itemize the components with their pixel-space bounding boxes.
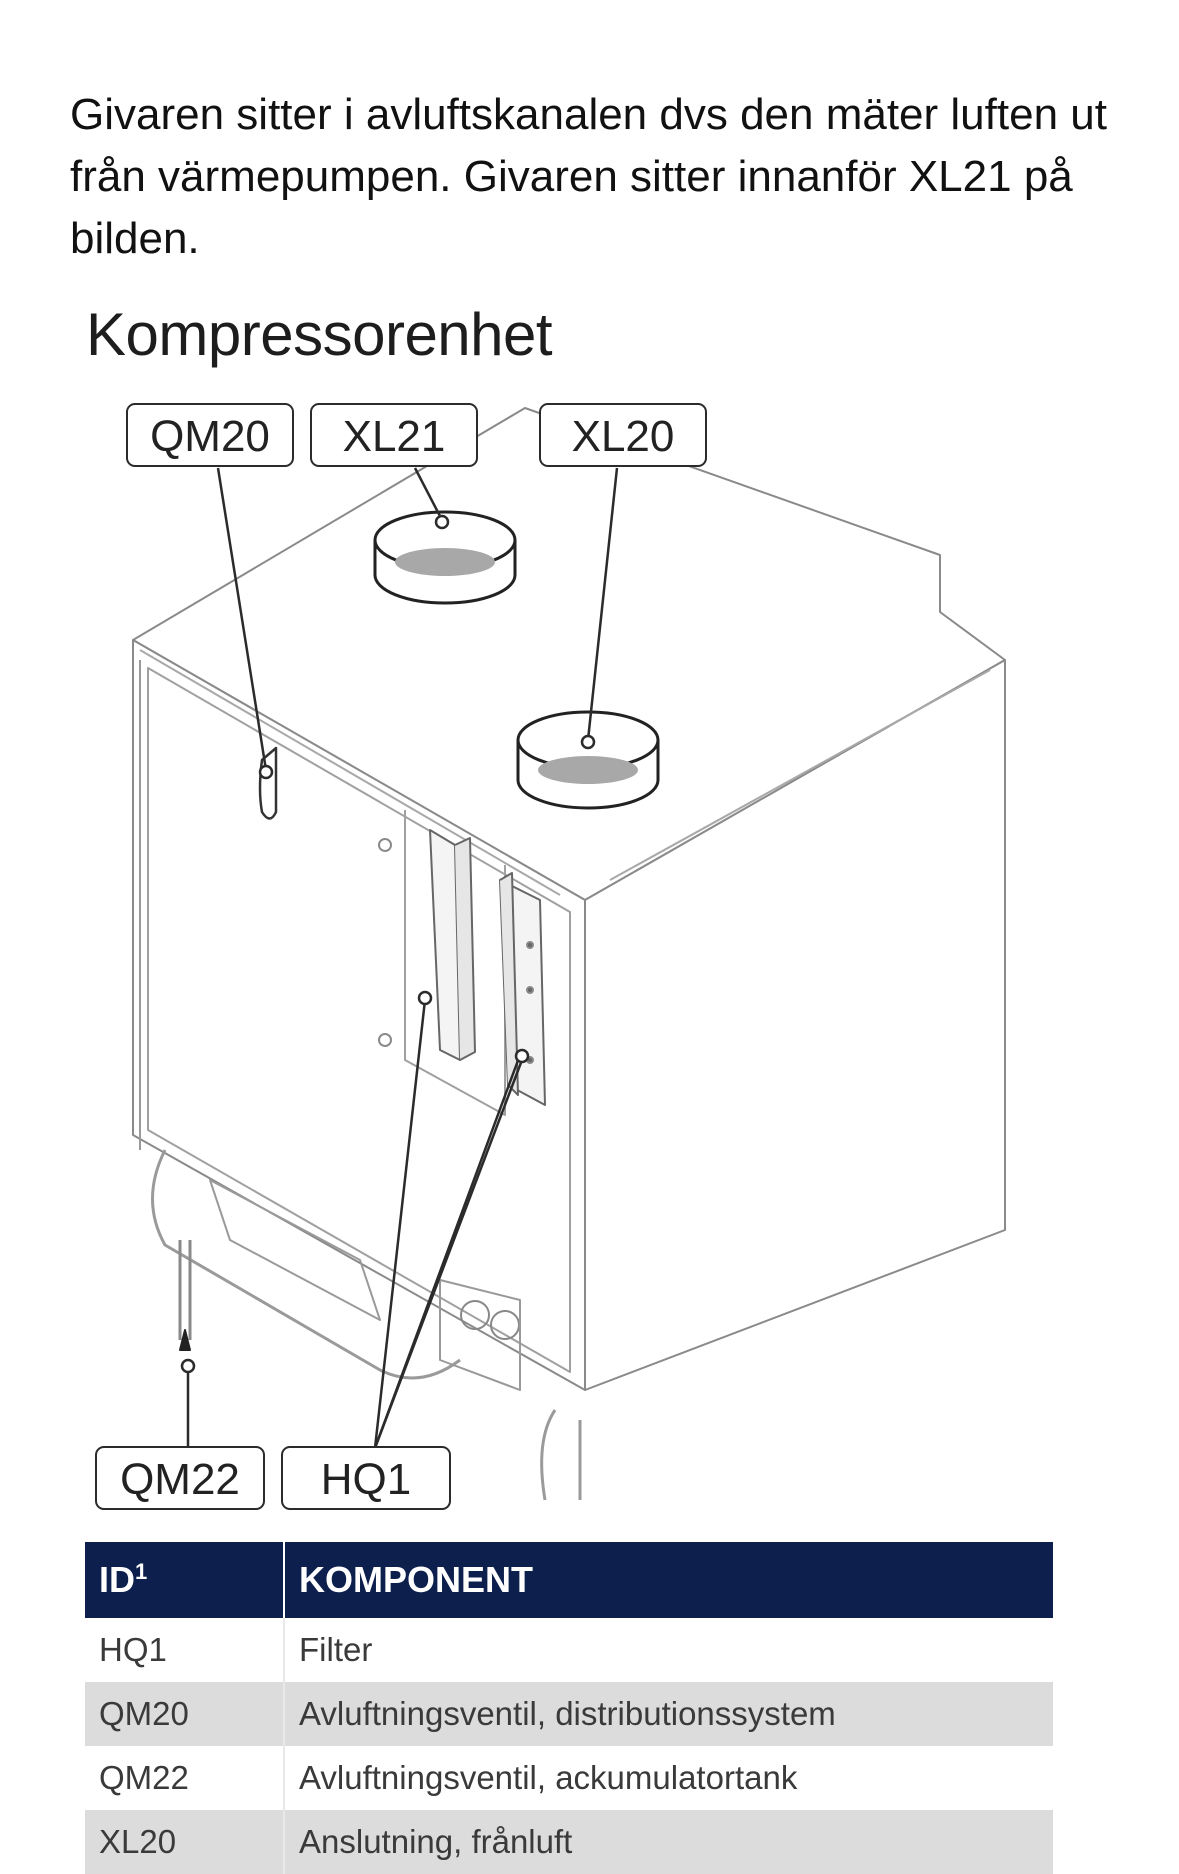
row-component: Filter	[299, 1631, 373, 1668]
qm20-valve	[258, 746, 278, 820]
table-row: XL20 Anslutning, frånluft	[85, 1810, 1053, 1874]
table-row: QM20 Avluftningsventil, distributionssys…	[85, 1682, 1053, 1746]
row-component: Anslutning, frånluft	[284, 1810, 1053, 1874]
row-component: Avluftningsventil, distributionssystem	[284, 1682, 1053, 1746]
table-row: QM22 Avluftningsventil, ackumulatortank	[85, 1746, 1053, 1810]
callout-hq1: HQ1	[281, 1446, 451, 1510]
callout-qm22: QM22	[95, 1446, 265, 1510]
compressor-unit-diagram	[132, 407, 1006, 1501]
duct-collar-xl20	[516, 710, 660, 810]
callout-qm20: QM20	[126, 403, 294, 467]
row-id: HQ1	[85, 1618, 285, 1682]
figure-title: Kompressorenhet	[86, 301, 553, 368]
component-table: ID1 KOMPONENT HQ1 Filter QM20 Avluftning…	[85, 1542, 1053, 1874]
intro-text: Givaren sitter i avluftskanalen dvs den …	[70, 90, 1107, 263]
table-row: HQ1 Filter	[85, 1618, 1053, 1682]
header-id: ID1	[85, 1542, 285, 1618]
callout-xl20: XL20	[539, 403, 707, 467]
callout-xl21: XL21	[310, 403, 478, 467]
row-component: Avluftningsventil, ackumulatortank	[299, 1759, 798, 1796]
row-id: XL20	[85, 1810, 285, 1874]
duct-collar-xl21	[373, 510, 517, 605]
table-header-row: ID1 KOMPONENT	[85, 1542, 1053, 1618]
header-component: KOMPONENT	[284, 1542, 1053, 1618]
row-id: QM22	[85, 1746, 285, 1810]
unit-front-face	[132, 639, 586, 1391]
row-id: QM20	[85, 1682, 285, 1746]
